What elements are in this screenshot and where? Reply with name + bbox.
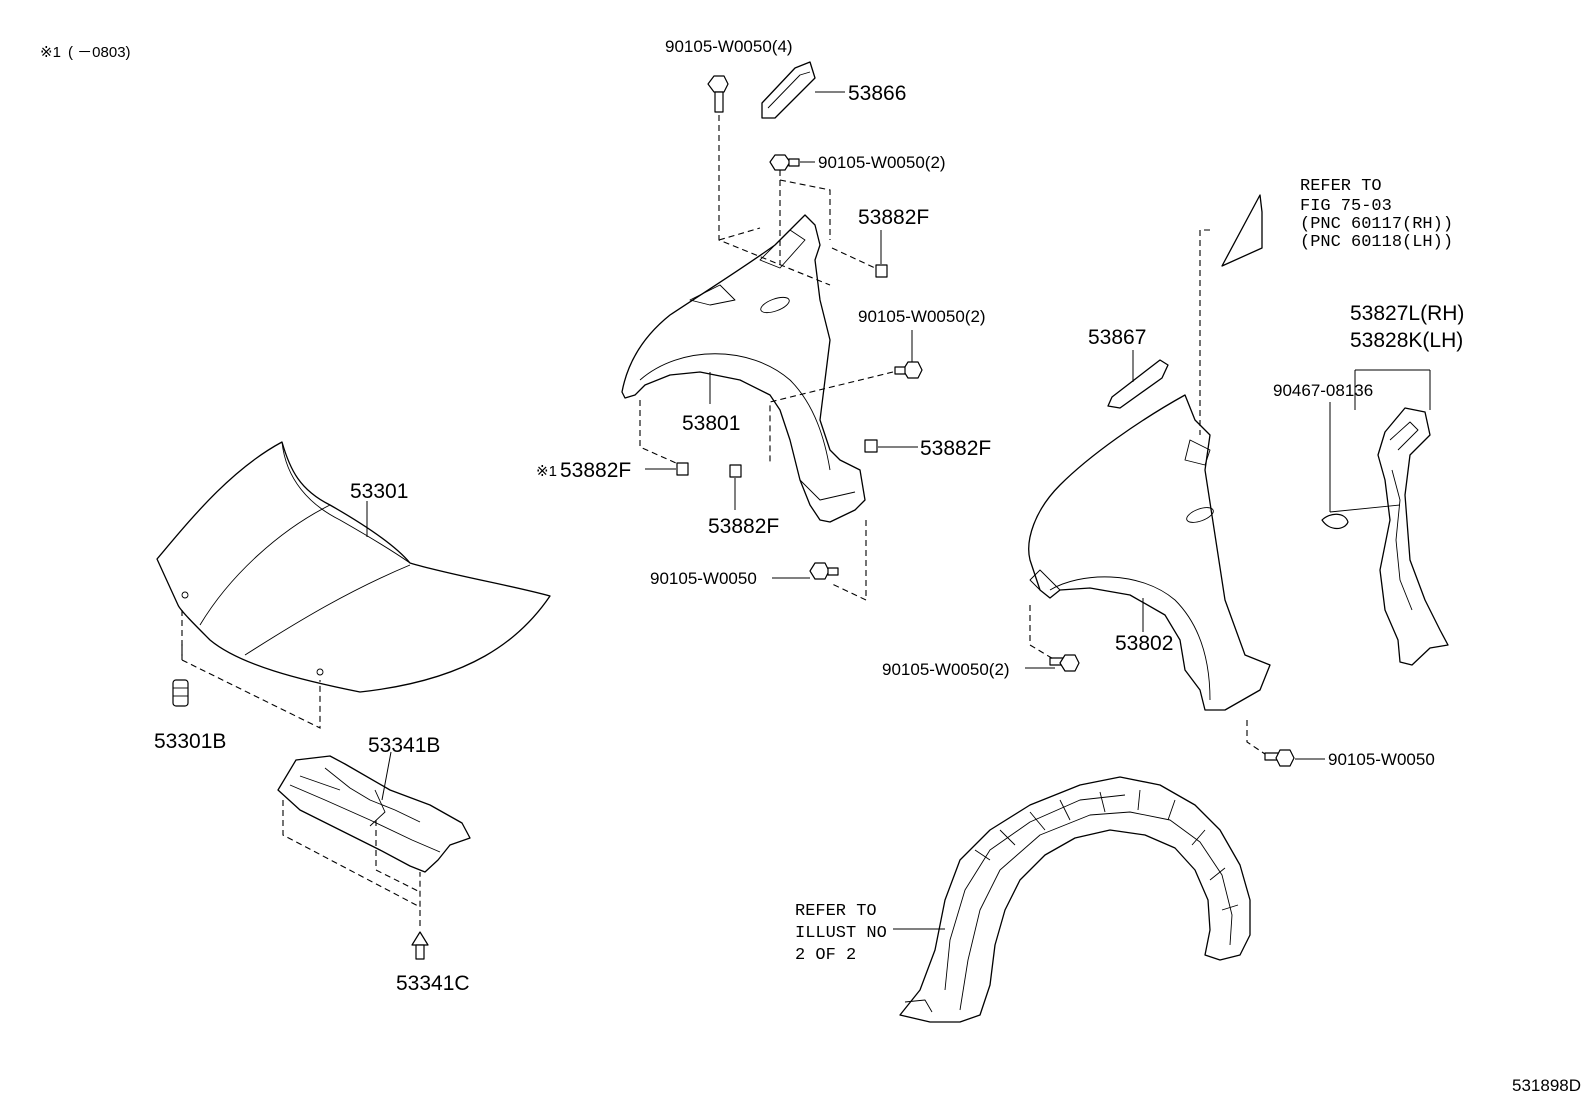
hood-clip-part[interactable] bbox=[411, 931, 429, 960]
bolt-3[interactable] bbox=[894, 361, 923, 379]
bolt-4[interactable] bbox=[809, 562, 839, 580]
bolt-6[interactable] bbox=[1264, 749, 1295, 767]
fender-liner-upper-part[interactable] bbox=[761, 61, 816, 119]
nut-c[interactable] bbox=[729, 464, 742, 478]
side-seal-part[interactable] bbox=[1329, 407, 1449, 666]
note-range: ( －0803) bbox=[68, 44, 131, 61]
fender-lh-part[interactable] bbox=[621, 214, 866, 523]
bolt-1[interactable] bbox=[707, 75, 729, 113]
nut-a[interactable] bbox=[875, 264, 888, 278]
refer-illust-line1: REFER TO bbox=[795, 902, 877, 921]
label-53341B: 53341B bbox=[368, 734, 440, 757]
clip-90467[interactable] bbox=[1321, 513, 1349, 530]
note-mark: ※1 bbox=[40, 44, 61, 61]
refer-fig-part[interactable] bbox=[1221, 194, 1263, 267]
refer-fig-line4: (PNC 60118(LH)) bbox=[1300, 233, 1453, 252]
refer-fig-line3: (PNC 60117(RH)) bbox=[1300, 215, 1453, 234]
dash-hood bbox=[181, 610, 321, 729]
label-53802: 53802 bbox=[1115, 632, 1173, 655]
figure-code: 531898D bbox=[1512, 1076, 1581, 1095]
label-nut-d-mark: ※1 bbox=[536, 463, 557, 480]
label-bolt-5: 90105-W0050(2) bbox=[882, 660, 1010, 679]
label-53827L: 53827L(RH) bbox=[1350, 302, 1464, 325]
leader-53341B bbox=[381, 751, 392, 801]
label-nut-d: 53882F bbox=[560, 459, 631, 482]
hood-seal-part[interactable] bbox=[277, 755, 471, 873]
label-bolt-1: 90105-W0050(4) bbox=[665, 37, 793, 56]
label-bolt-4: 90105-W0050 bbox=[650, 569, 757, 588]
bolt-5[interactable] bbox=[1049, 654, 1080, 672]
label-53301: 53301 bbox=[350, 480, 408, 503]
fender-liner-upper-rh-part[interactable] bbox=[1107, 359, 1169, 409]
label-53341C: 53341C bbox=[396, 972, 470, 995]
label-nut-b: 53882F bbox=[920, 437, 991, 460]
dash-refer bbox=[1199, 229, 1210, 435]
label-nut-a: 53882F bbox=[858, 206, 929, 229]
hood-part[interactable] bbox=[156, 441, 551, 693]
label-bolt-6: 90105-W0050 bbox=[1328, 750, 1435, 769]
bolt-2[interactable] bbox=[769, 154, 800, 171]
label-53828K: 53828K(LH) bbox=[1350, 329, 1463, 352]
label-bolt-3: 90105-W0050(2) bbox=[858, 307, 986, 326]
refer-fig-line2: FIG 75-03 bbox=[1300, 197, 1392, 216]
nut-d[interactable] bbox=[676, 462, 689, 476]
label-90467: 90467-08136 bbox=[1273, 381, 1373, 400]
label-53866: 53866 bbox=[848, 82, 906, 105]
refer-illust-line2: ILLUST NO bbox=[795, 924, 887, 943]
dash-seal bbox=[282, 800, 421, 908]
dash-bolt-1 bbox=[718, 115, 831, 286]
label-bolt-2: 90105-W0050(2) bbox=[818, 153, 946, 172]
refer-illust-line3: 2 OF 2 bbox=[795, 946, 856, 965]
fender-rh-part[interactable] bbox=[1028, 394, 1271, 711]
label-53867: 53867 bbox=[1088, 326, 1146, 349]
label-nut-c: 53882F bbox=[708, 515, 779, 538]
hood-cushion-part[interactable] bbox=[172, 679, 189, 707]
refer-fig-line1: REFER TO bbox=[1300, 177, 1382, 196]
nut-b[interactable] bbox=[864, 439, 878, 453]
label-53301B: 53301B bbox=[154, 730, 226, 753]
label-53801: 53801 bbox=[682, 412, 740, 435]
inner-liner-part[interactable] bbox=[899, 776, 1251, 1023]
